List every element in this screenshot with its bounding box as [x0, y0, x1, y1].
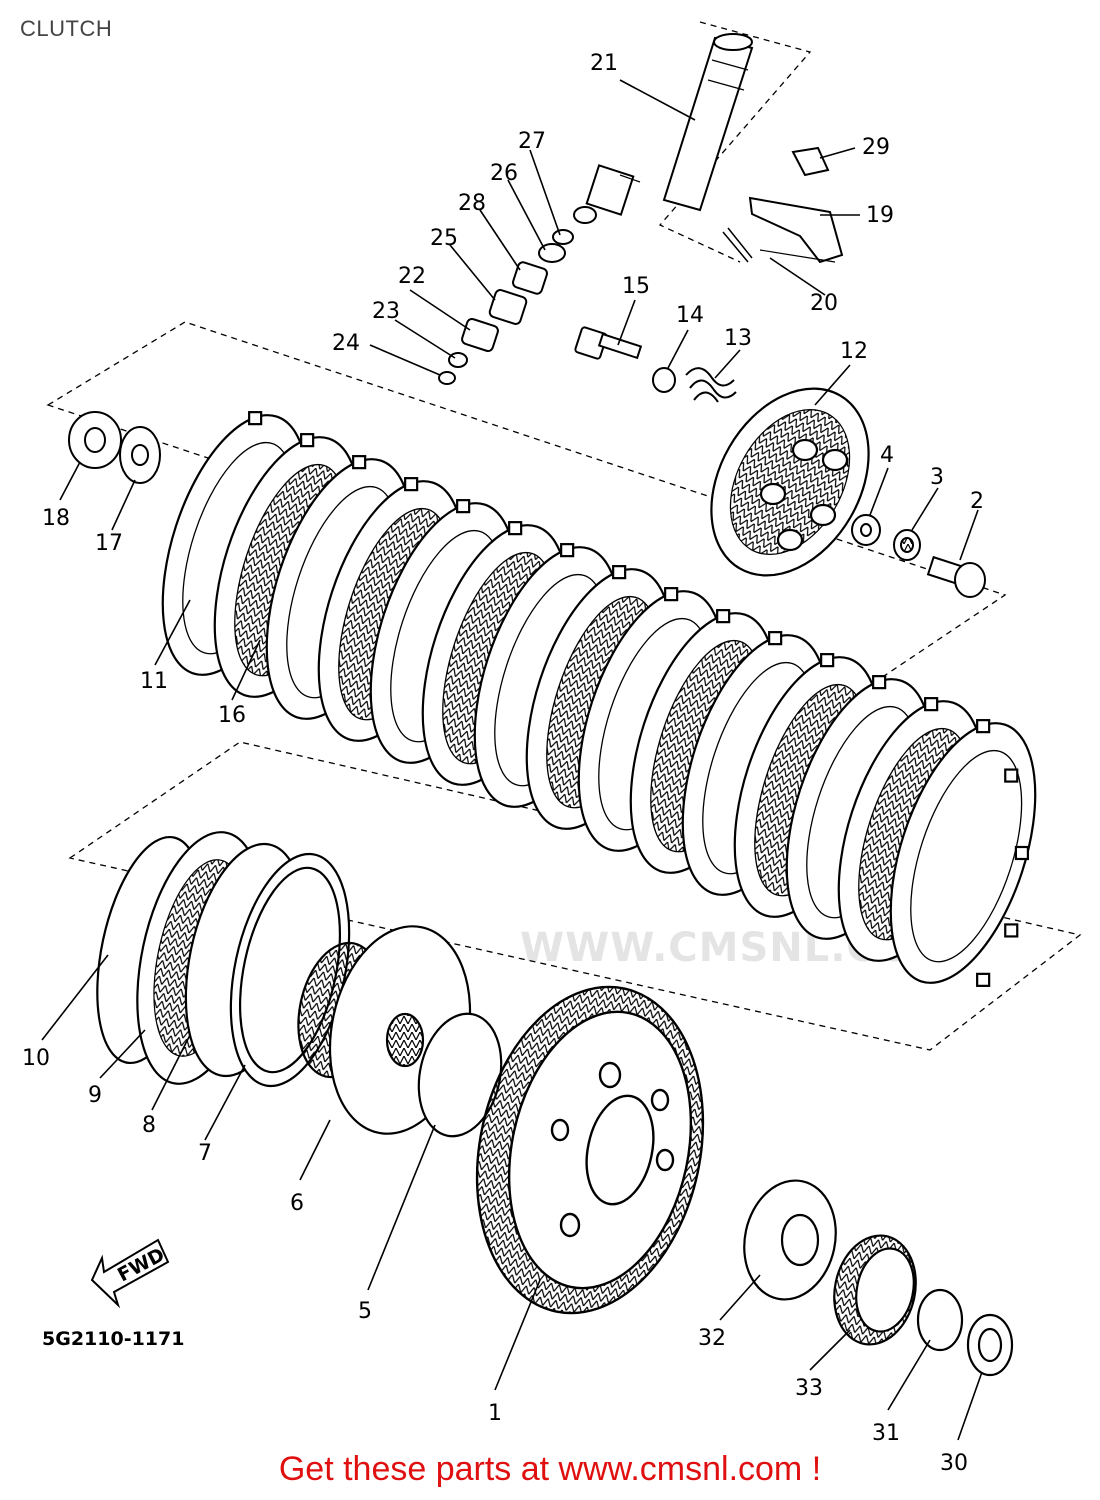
release-lever [722, 146, 844, 264]
callout-13: 13 [724, 326, 752, 351]
callout-28: 28 [458, 191, 486, 216]
callout-3: 3 [930, 465, 944, 490]
plate-tab [404, 477, 419, 492]
fwd-arrow-icon: FWD [90, 1238, 170, 1309]
callout-17: 17 [95, 531, 123, 556]
small-parts-stack [438, 229, 574, 385]
plate-tab [924, 697, 939, 712]
friction-plate-stack [161, 411, 1037, 987]
callout-29: 29 [862, 135, 890, 160]
callout-25: 25 [430, 226, 458, 251]
callout-27: 27 [518, 129, 546, 154]
plate-tab [300, 433, 315, 448]
callout-19: 19 [866, 203, 894, 228]
assembly-outline-lower [68, 741, 1082, 1051]
plate-tab [612, 565, 627, 580]
plate-tab [716, 609, 731, 624]
primary-driven-gear [475, 985, 705, 1315]
callout-labels: 21 27 26 28 25 22 23 24 29 19 20 15 14 1… [22, 51, 984, 1476]
callout-15: 15 [622, 274, 650, 299]
pressure-plate [710, 387, 870, 577]
plate-tab [352, 455, 367, 470]
page-title: CLUTCH [20, 16, 113, 41]
callout-4: 4 [880, 443, 894, 468]
callout-12: 12 [840, 339, 868, 364]
bolt-washer-spring [574, 326, 737, 403]
callout-8: 8 [142, 1113, 156, 1138]
callout-16: 16 [218, 703, 246, 728]
assembly-outline-shaft [658, 21, 812, 263]
plate-tab [976, 719, 991, 734]
gear-bearings [743, 1179, 1014, 1377]
plate-tab [768, 631, 783, 646]
callout-14: 14 [676, 303, 704, 328]
plate-tab [820, 653, 835, 668]
callout-30: 30 [940, 1451, 968, 1476]
push-rod-shaft [573, 33, 754, 224]
leader-lines [41, 79, 983, 1441]
callout-18: 18 [42, 506, 70, 531]
callout-7: 7 [198, 1141, 212, 1166]
plate-tab [976, 972, 991, 987]
callout-24: 24 [332, 331, 360, 356]
callout-1: 1 [488, 1401, 502, 1426]
plate-inner-ring [910, 749, 1023, 963]
callout-31: 31 [872, 1421, 900, 1446]
callout-26: 26 [490, 161, 518, 186]
plate-tab [560, 543, 575, 558]
plate-tab [664, 587, 679, 602]
plate-tab [1004, 923, 1019, 938]
drawing-code: 5G2110-1171 [42, 1328, 184, 1350]
callout-23: 23 [372, 299, 400, 324]
callout-10: 10 [22, 1046, 50, 1071]
plate-tab [872, 675, 887, 690]
plate-tab [456, 499, 471, 514]
plate-tab [248, 411, 263, 426]
plate-tab [1004, 768, 1019, 783]
callout-32: 32 [698, 1326, 726, 1351]
callout-2: 2 [970, 489, 984, 514]
callout-33: 33 [795, 1376, 823, 1401]
callout-5: 5 [358, 1299, 372, 1324]
callout-11: 11 [140, 669, 168, 694]
callout-22: 22 [398, 264, 426, 289]
callout-20: 20 [810, 291, 838, 316]
lower-plate-set [96, 831, 351, 1088]
callout-21: 21 [590, 51, 618, 76]
promo-text: Get these parts at www.cmsnl.com ! [278, 1450, 822, 1488]
bearing-and-pushrod-end [851, 514, 986, 598]
callout-9: 9 [88, 1083, 102, 1108]
plate-tab [1014, 845, 1030, 861]
nut-and-lock-washer [68, 411, 161, 484]
plate-tab [508, 521, 523, 536]
callout-6: 6 [290, 1191, 304, 1216]
